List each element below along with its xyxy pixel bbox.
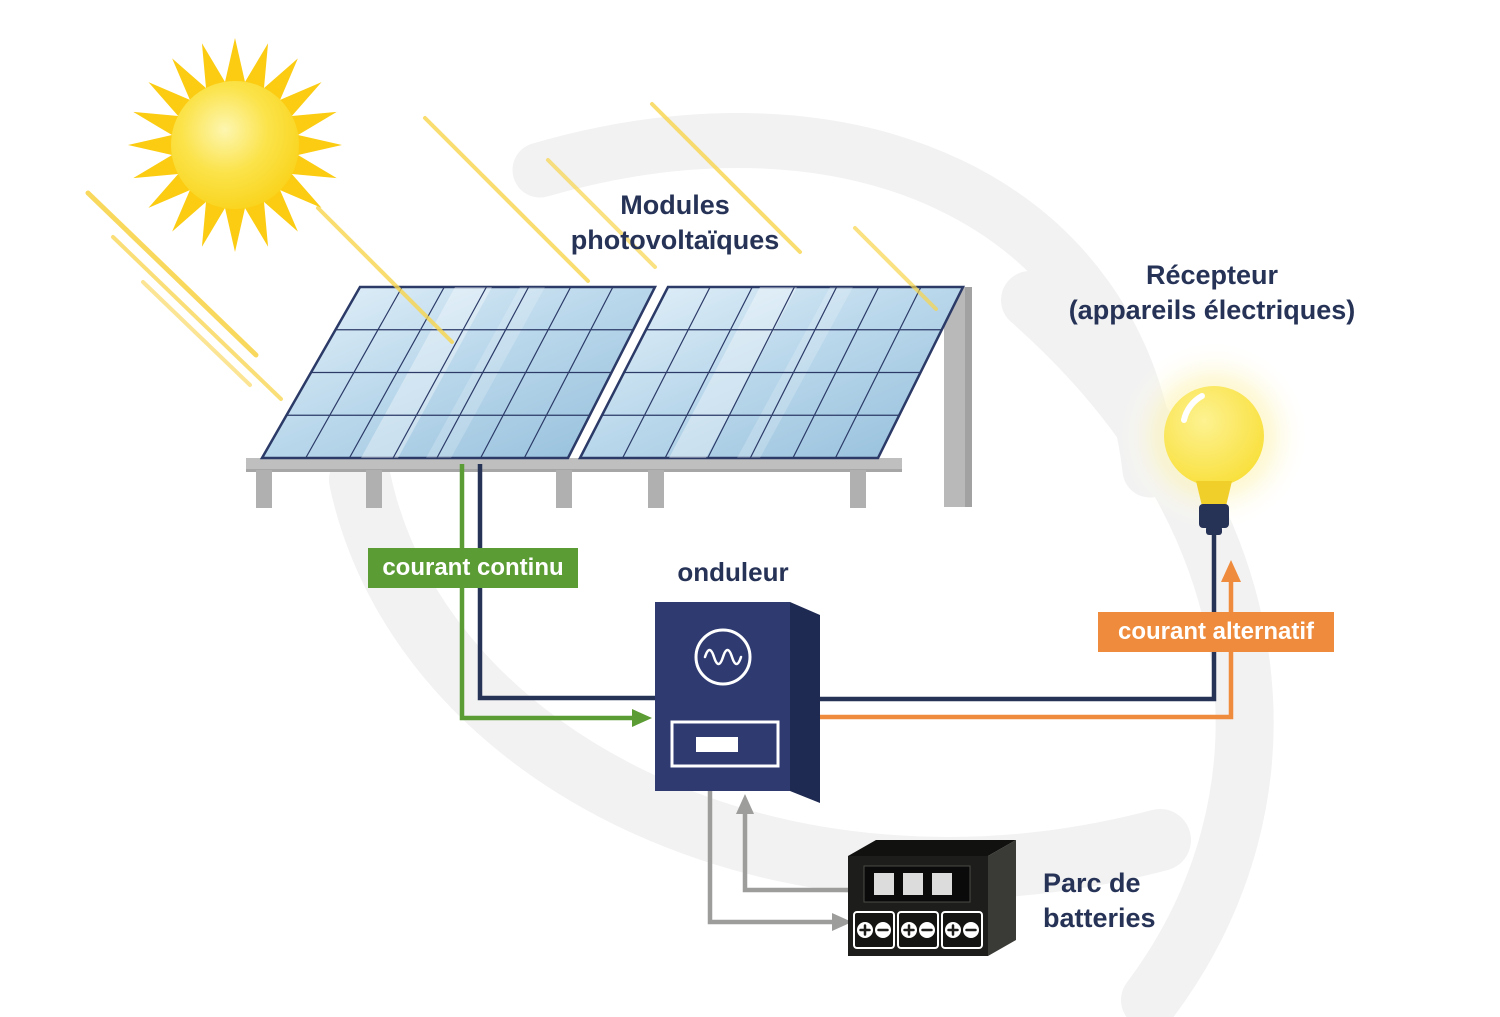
panel-right-grid <box>602 286 942 459</box>
battery-icon <box>848 840 1016 956</box>
sun-beams <box>85 102 938 401</box>
battery-discharge-arrowhead <box>736 794 754 814</box>
panel-left-grid <box>286 286 634 459</box>
ac-current-tag: courant alternatif <box>1098 612 1334 652</box>
battery-cells <box>853 911 983 949</box>
dc-current-tag: courant continu <box>368 548 578 588</box>
sun-icon <box>128 38 342 252</box>
dc-line-navy <box>477 464 656 701</box>
panel-frame-legs <box>256 470 866 508</box>
battery-bank-label: Parc de batteries <box>1043 866 1156 936</box>
modules-label-line2: photovoltaïques <box>570 225 780 256</box>
dc-arrowhead <box>632 709 652 727</box>
ac-current-tag-text: courant alternatif <box>1117 618 1315 645</box>
ac-line-navy <box>818 532 1217 702</box>
solar-panel-icon <box>246 285 972 508</box>
inverter-label: onduleur <box>677 556 788 590</box>
modules-label-line1: Modules <box>620 190 730 220</box>
recepteur-label-line2: (appareils électriques) <box>1068 295 1356 326</box>
light-bulb-icon <box>1119 341 1309 535</box>
sine-wave-icon <box>694 628 752 686</box>
battery-charge-line <box>707 790 834 925</box>
recepteur-label-line1: Récepteur <box>1145 260 1279 290</box>
panel-frame-bar <box>246 458 902 472</box>
modules-label: Modules photovoltaïques <box>571 188 780 258</box>
inverter-display <box>670 720 780 768</box>
inverter-icon <box>655 602 820 803</box>
battery-bank-label-line2: batteries <box>1043 903 1156 934</box>
battery-discharge-line <box>742 812 849 893</box>
battery-bank-label-line1: Parc de <box>1043 868 1141 898</box>
dc-current-tag-text: courant continu <box>382 554 564 581</box>
battery-charge-arrowhead <box>832 913 852 931</box>
inverter-label-text: onduleur <box>677 557 789 587</box>
recepteur-label: Récepteur (appareils électriques) <box>1069 258 1356 328</box>
ac-arrowhead <box>1221 560 1241 582</box>
